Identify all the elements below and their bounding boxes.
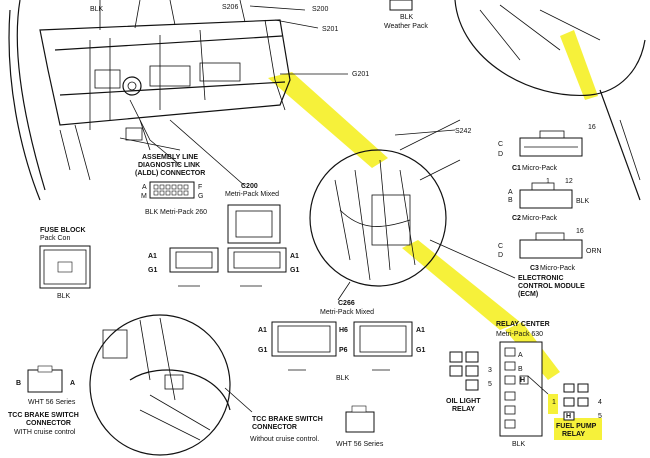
c2-name: C2 — [512, 215, 521, 222]
weather-pack-color: BLK — [400, 14, 414, 21]
label-s200: S200 — [312, 6, 328, 13]
c266-pin-a1-right: A1 — [416, 327, 425, 334]
label-blk-top: BLK — [90, 6, 104, 13]
c266-pin-h6: H6 — [339, 327, 348, 334]
weather-pack-label: Weather Pack — [384, 23, 428, 30]
micro-pack-c1 — [519, 130, 583, 157]
aldl-pack: Metri-Pack 260 — [160, 209, 207, 216]
relay-center-pin-b: B — [518, 366, 523, 373]
micro-pack-c2 — [519, 182, 573, 209]
fuse-block — [39, 245, 91, 289]
fuse-block-title: FUSE BLOCK — [40, 227, 86, 234]
c2-pin-b: B — [508, 197, 513, 204]
c266-pin-g1: G1 — [258, 347, 267, 354]
ecm-location-detail — [309, 119, 461, 287]
weather-pack-connector — [389, 0, 413, 11]
tcc-right-title-line3: Without cruise control. — [250, 436, 319, 443]
oil-relay-pin-5: 5 — [488, 381, 492, 388]
ecm-label-line2: CONTROL MODULE — [518, 283, 585, 290]
c2-color: BLK — [576, 198, 590, 205]
label-s242: S242 — [455, 128, 471, 135]
c266-color: BLK — [336, 375, 350, 382]
relay-center-color: BLK — [512, 441, 526, 448]
c3-pin-count: 16 — [576, 228, 584, 235]
tcc-left-title-line1: TCC BRAKE SWITCH — [8, 412, 79, 419]
relay-center-pack: Metri-Pack 630 — [496, 331, 543, 338]
aldl-title-line3: (ALDL) CONNECTOR — [135, 170, 205, 177]
c200-pack: Metri-Pack Mixed — [225, 191, 279, 198]
relay-center — [449, 341, 589, 437]
c266-name: C266 — [338, 300, 355, 307]
c1-pin-d: D — [498, 151, 503, 158]
c266-connector — [271, 281, 413, 371]
label-s206: S206 — [222, 4, 238, 11]
c2-text: Micro-Pack — [522, 215, 558, 222]
brake-pedal-detail — [89, 314, 253, 456]
aldl-pin-m: M — [141, 193, 147, 200]
c1-text: Micro-Pack — [522, 165, 558, 172]
aldl-color: BLK — [145, 209, 159, 216]
micro-pack-c3 — [519, 232, 583, 259]
c200-name: C200 — [241, 183, 258, 190]
c200-pin-a1: A1 — [148, 253, 157, 260]
fuse-block-color: BLK — [57, 293, 71, 300]
aldl-pin-f: F — [198, 184, 202, 191]
tcc-left-series: WHT 56 Series — [28, 399, 76, 406]
c3-name: C3 — [530, 265, 539, 272]
aldl-title-line1: ASSEMBLY LINE — [142, 154, 198, 161]
steering-column-detail — [454, 0, 646, 201]
aldl-connector — [119, 137, 195, 199]
c266-pin-a1: A1 — [258, 327, 267, 334]
oil-light-relay-line2: RELAY — [452, 406, 475, 413]
oil-light-relay-line1: OIL LIGHT — [446, 398, 481, 405]
c200-pin-g1-right: G1 — [290, 267, 299, 274]
fuse-block-pack: Pack Con — [40, 235, 70, 242]
aldl-pin-a: A — [142, 184, 147, 191]
label-s201: S201 — [322, 26, 338, 33]
aldl-title-line2: DIAGNOSTIC LINK — [138, 162, 200, 169]
fuel-relay-pin-h: H — [566, 413, 571, 420]
tcc-right-title-line2: CONNECTOR — [252, 424, 297, 431]
fuel-pump-relay-line1: FUEL PUMP — [556, 423, 597, 430]
tcc-left-title-line3: WITH cruise control — [14, 429, 76, 436]
c2-pin-a: A — [508, 189, 513, 196]
c1-name: C1 — [512, 165, 521, 172]
tcc-right-series: WHT 56 Series — [336, 441, 384, 448]
oil-relay-pin-3: 3 — [488, 367, 492, 374]
tcc-left-pin-a: A — [70, 380, 75, 387]
c3-color: ORN — [586, 248, 602, 255]
c3-text: Micro-Pack — [540, 265, 576, 272]
tcc-switch-connector-no-cruise — [345, 405, 375, 433]
relay-center-pin-a: A — [518, 352, 523, 359]
tcc-switch-connector-cruise — [27, 365, 63, 393]
tcc-right-title-line1: TCC BRAKE SWITCH — [252, 416, 323, 423]
ecm-label-line3: (ECM) — [518, 291, 538, 298]
tcc-left-pin-b: B — [16, 380, 21, 387]
c266-pin-p6: P6 — [339, 347, 348, 354]
c266-pin-g1-right: G1 — [416, 347, 425, 354]
tcc-left-title-line2: CONNECTOR — [26, 420, 71, 427]
relay-center-pin-h: H — [520, 377, 525, 384]
highlight-harness-path — [268, 30, 602, 440]
c1-pin-c: C — [498, 141, 503, 148]
label-g201: G201 — [352, 71, 369, 78]
c200-pin-g1: G1 — [148, 267, 157, 274]
fuel-pump-relay-line2: RELAY — [562, 431, 585, 438]
c1-pin-count: 16 — [588, 124, 596, 131]
fuel-relay-pin-4: 4 — [598, 399, 602, 406]
aldl-pin-g: G — [198, 193, 203, 200]
fuel-relay-pin-5: 5 — [598, 413, 602, 420]
c2-pin-count: 12 — [565, 178, 573, 185]
c200-pin-a1-right: A1 — [290, 253, 299, 260]
dashboard-illustration — [8, 0, 291, 201]
fuel-relay-pin-1: 1 — [552, 399, 556, 406]
c2-pin-1: 1 — [546, 178, 550, 185]
c3-pin-c: C — [498, 243, 503, 250]
c266-pack: Metri-Pack Mixed — [320, 309, 374, 316]
ecm-label-line1: ELECTRONIC — [518, 275, 564, 282]
relay-center-title: RELAY CENTER — [496, 321, 550, 328]
c3-pin-d: D — [498, 252, 503, 259]
c200-connector — [169, 119, 287, 287]
